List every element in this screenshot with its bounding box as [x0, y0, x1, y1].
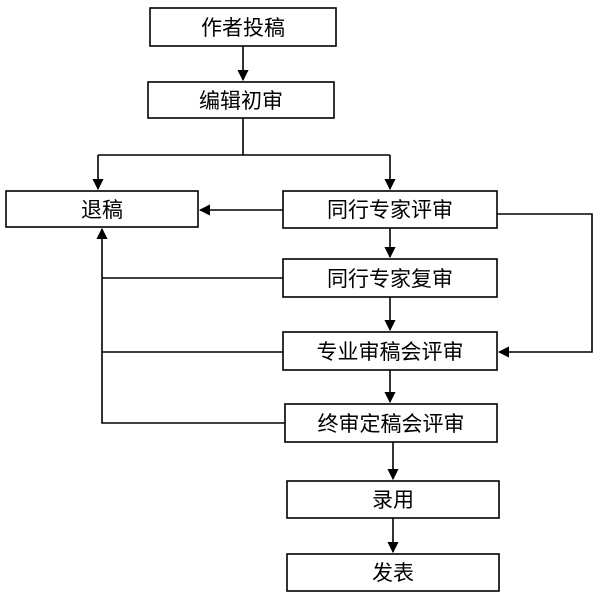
- arrow-final-to-rejection: [96, 227, 285, 424]
- arrow-peer-review-bypass-to-professional: [497, 213, 593, 358]
- node-final-review-box: [284, 403, 498, 443]
- node-professional-review-box: [282, 331, 498, 371]
- node-rejection-label: 退稿: [81, 198, 123, 222]
- node-peer-review: 同行专家评审: [282, 190, 498, 229]
- node-peer-re-review-label: 同行专家复审: [327, 267, 453, 291]
- node-initial-review-box: [147, 81, 335, 119]
- node-peer-review-label: 同行专家评审: [327, 198, 453, 222]
- node-peer-review-box: [282, 190, 498, 229]
- node-submit-label: 作者投稿: [201, 16, 285, 40]
- node-professional-review-label: 专业审稿会评审: [317, 340, 464, 364]
- node-publication-label: 发表: [372, 561, 414, 585]
- node-peer-re-review: 同行专家复审: [282, 258, 498, 298]
- node-submit: 作者投稿: [149, 7, 337, 47]
- node-professional-review: 专业审稿会评审: [282, 331, 498, 371]
- node-publication-box: [286, 553, 500, 592]
- node-initial-review-label: 编辑初审: [199, 89, 283, 113]
- node-initial-review: 编辑初审: [147, 81, 335, 119]
- node-final-review-label: 终审定稿会评审: [318, 412, 465, 436]
- node-publication: 发表: [286, 553, 500, 592]
- node-acceptance-box: [286, 480, 500, 519]
- node-acceptance-label: 录用: [372, 488, 414, 512]
- node-final-review: 终审定稿会评审: [284, 403, 498, 443]
- node-submit-box: [149, 7, 337, 47]
- node-acceptance: 录用: [286, 480, 500, 519]
- node-rejection: 退稿: [5, 190, 199, 228]
- node-rejection-box: [5, 190, 199, 228]
